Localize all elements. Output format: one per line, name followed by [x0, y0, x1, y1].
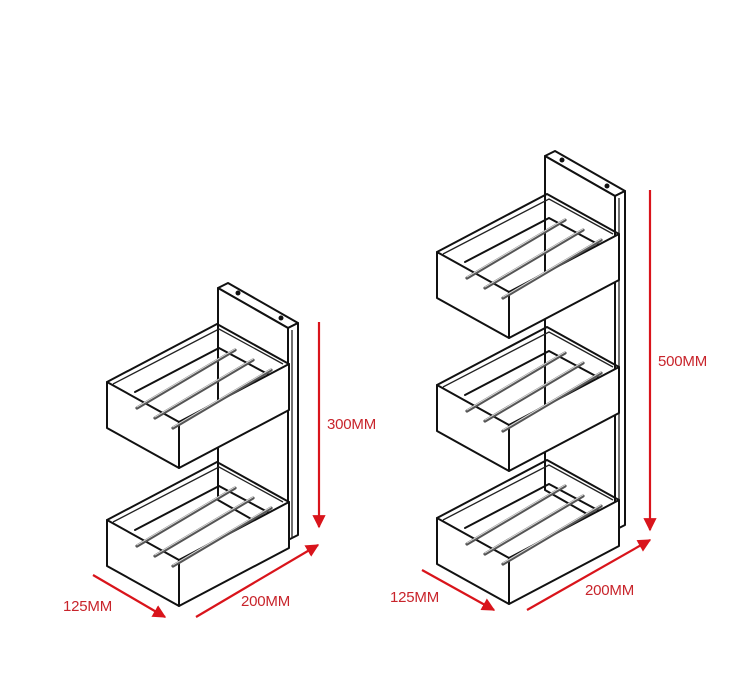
width-arrow [526, 539, 652, 611]
width-arrow [195, 544, 320, 618]
three-tier-rack [421, 150, 657, 611]
depth-arrow [421, 569, 496, 611]
height-label: 500MM [658, 353, 708, 370]
depth-label: 125MM [390, 589, 440, 606]
width-label: 200MM [585, 582, 635, 599]
back-panel [544, 150, 626, 531]
depth-arrow [92, 574, 167, 618]
depth-label: 125MM [63, 598, 113, 615]
height-label: 300MM [327, 416, 377, 433]
two-tier-rack [92, 282, 326, 618]
width-label: 200MM [241, 593, 291, 610]
